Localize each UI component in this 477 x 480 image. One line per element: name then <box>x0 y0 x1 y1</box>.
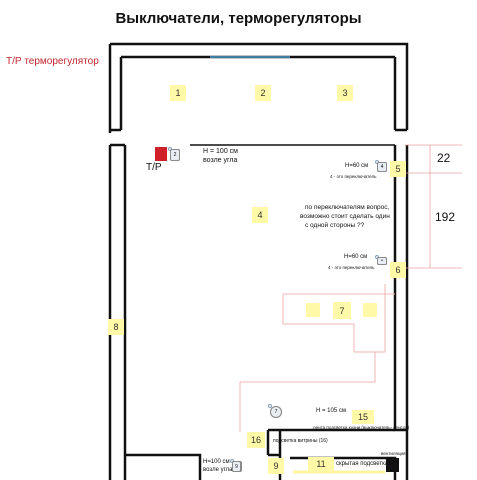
dimension-192: 192 <box>435 210 456 224</box>
switch-2: 2 <box>170 149 180 161</box>
zone-marker-11: 11 <box>308 457 334 471</box>
zone-marker-3: 3 <box>337 85 353 101</box>
switch-9-d: 9 <box>232 461 241 472</box>
switch-group-9-height: Н=100 см <box>203 459 230 465</box>
vitrine-light-note: подсветка витрины (16) <box>273 438 328 444</box>
zone-marker-1: 1 <box>170 85 186 101</box>
zone-marker-16: 16 <box>247 432 265 448</box>
dimension-lines <box>405 144 462 269</box>
zone-marker-6: 6 <box>390 262 406 278</box>
question-line-3: с одной стороны ?? <box>305 222 365 229</box>
question-line-2: возможно стоит сделать один <box>300 213 390 220</box>
switch5-group: • 4 <box>375 160 387 172</box>
question-line-1: по переключателям вопрос, <box>305 204 390 211</box>
kitchen-guide-lines <box>239 284 395 432</box>
walls <box>108 42 409 480</box>
empty-marker <box>363 303 377 317</box>
ventilation-box <box>386 458 399 472</box>
zone-marker-7: 7 <box>333 302 351 319</box>
thermostat-location-note: возле угла <box>203 157 238 164</box>
thermostat-box <box>155 147 167 161</box>
legend-text: Т/Р терморегулятор <box>6 56 99 67</box>
switch-15-c: 7 <box>270 406 282 418</box>
switch5-note: 4 - это переключатель <box>330 174 377 179</box>
switch-group-9: • 8 16 9 <box>230 459 242 472</box>
switch5-height: Н=60 см <box>345 163 369 169</box>
zone-marker-8: 8 <box>108 319 124 335</box>
dimension-22: 22 <box>437 151 451 165</box>
switch-group-9-note: возле угла <box>203 467 233 473</box>
zone-marker-5: 5 <box>390 161 406 177</box>
page-title: Выключатели, терморегуляторы <box>115 10 362 27</box>
switch6-height: Н=60 см <box>344 254 368 260</box>
zone-marker-9: 9 <box>268 458 284 474</box>
hidden-light-label: скрытая подсветка <box>336 461 389 467</box>
zone-marker-4: 4 <box>252 207 268 223</box>
zone-marker-2: 2 <box>255 85 271 101</box>
zone-marker-15: 15 <box>352 410 374 424</box>
switch6-note: 4 - это переключатель <box>328 265 375 270</box>
switch5-bottom: 4 <box>377 162 387 172</box>
kitchen-strip-note: лента подсветка кухни (выключатель- сенс… <box>313 425 410 430</box>
thermostat-switch-group: 1 3 2 <box>168 147 180 161</box>
thermostat-height-note: Н = 100 см <box>203 148 238 155</box>
switch-group-15-height: Н = 105 см <box>316 408 346 414</box>
ventilation-label: вентиляция <box>381 451 406 456</box>
switch6-c: • <box>377 257 387 265</box>
thermostat-label: Т/Р <box>146 162 162 173</box>
switch6-group: 6 4 • <box>375 255 387 265</box>
switch-group-15: • • 7 <box>268 404 282 418</box>
empty-marker <box>306 303 320 317</box>
